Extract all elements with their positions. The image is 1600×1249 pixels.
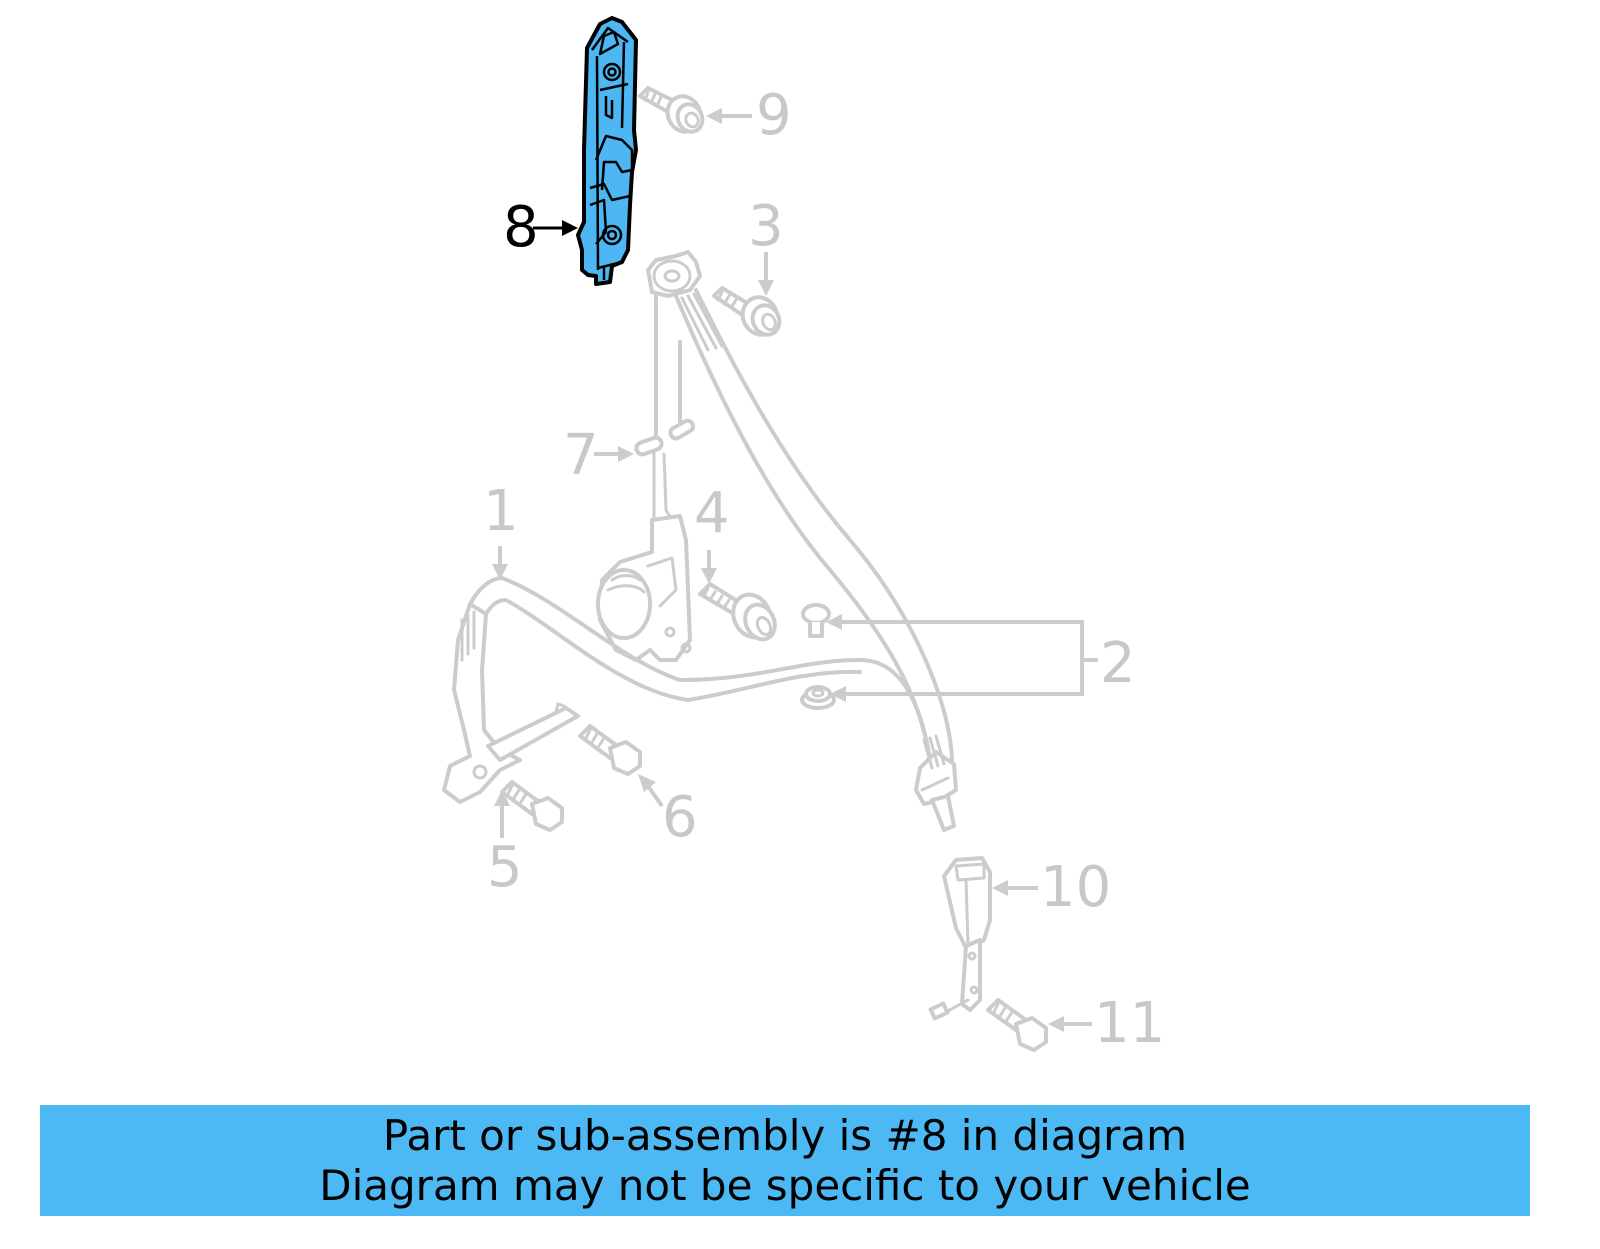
banner-line-part-info: Part or sub-assembly is #8 in diagram: [382, 1110, 1188, 1160]
callout-3-label: 3: [748, 194, 784, 259]
callout-6-label: 6: [662, 785, 698, 850]
callout-11[interactable]: 11: [1048, 991, 1165, 1056]
callout-2[interactable]: 2: [826, 614, 1136, 702]
part-4-bolt[interactable]: [698, 582, 780, 644]
parts-diagram: 8 9 3: [442, 16, 1165, 1056]
arrow-icon: [494, 790, 510, 806]
arrow-icon: [701, 568, 717, 584]
arrow-icon: [826, 614, 842, 630]
part-3-bolt[interactable]: [712, 286, 784, 340]
arrow-icon: [562, 220, 578, 236]
arrow-icon: [1048, 1016, 1064, 1032]
arrow-icon: [706, 108, 722, 124]
callout-5[interactable]: 5: [487, 790, 523, 900]
arrow-icon: [618, 446, 634, 462]
callout-9[interactable]: 9: [706, 83, 792, 148]
part-1-belt-assembly[interactable]: [442, 250, 958, 832]
banner-line-disclaimer: Diagram may not be specific to your vehi…: [319, 1160, 1251, 1210]
part-5-bolt[interactable]: [500, 780, 564, 832]
callout-7-label: 7: [563, 423, 599, 488]
part-9-bolt[interactable]: [638, 86, 707, 137]
callout-4-label: 4: [694, 481, 730, 546]
arrow-icon: [992, 880, 1008, 896]
part-6-bolt[interactable]: [578, 724, 642, 776]
part-7-guide[interactable]: [634, 418, 696, 457]
part-8-height-adjuster[interactable]: [576, 16, 638, 286]
callout-1-label: 1: [483, 479, 519, 544]
callout-10[interactable]: 10: [992, 855, 1111, 920]
part-2-fasteners[interactable]: [800, 603, 836, 710]
part-11-bolt[interactable]: [986, 998, 1048, 1052]
arrow-icon: [492, 564, 508, 580]
callout-5-label: 5: [487, 835, 523, 900]
callout-9-label: 9: [756, 83, 792, 148]
callout-4[interactable]: 4: [694, 481, 730, 584]
part-10-buckle[interactable]: [928, 856, 992, 1021]
arrow-icon: [830, 686, 846, 702]
callout-7[interactable]: 7: [563, 423, 634, 488]
arrow-icon: [758, 280, 774, 296]
info-banner: Part or sub-assembly is #8 in diagram Di…: [40, 1105, 1530, 1216]
callout-1[interactable]: 1: [483, 479, 519, 580]
callout-6[interactable]: 6: [638, 774, 698, 850]
callout-10-label: 10: [1040, 855, 1111, 920]
part-retractor[interactable]: [596, 514, 692, 662]
callout-11-label: 11: [1094, 991, 1165, 1056]
callout-3[interactable]: 3: [748, 194, 784, 296]
callout-8-label: 8: [503, 195, 539, 260]
arrow-icon: [638, 774, 656, 792]
callout-2-label: 2: [1100, 631, 1136, 696]
callout-8[interactable]: 8: [503, 195, 578, 260]
